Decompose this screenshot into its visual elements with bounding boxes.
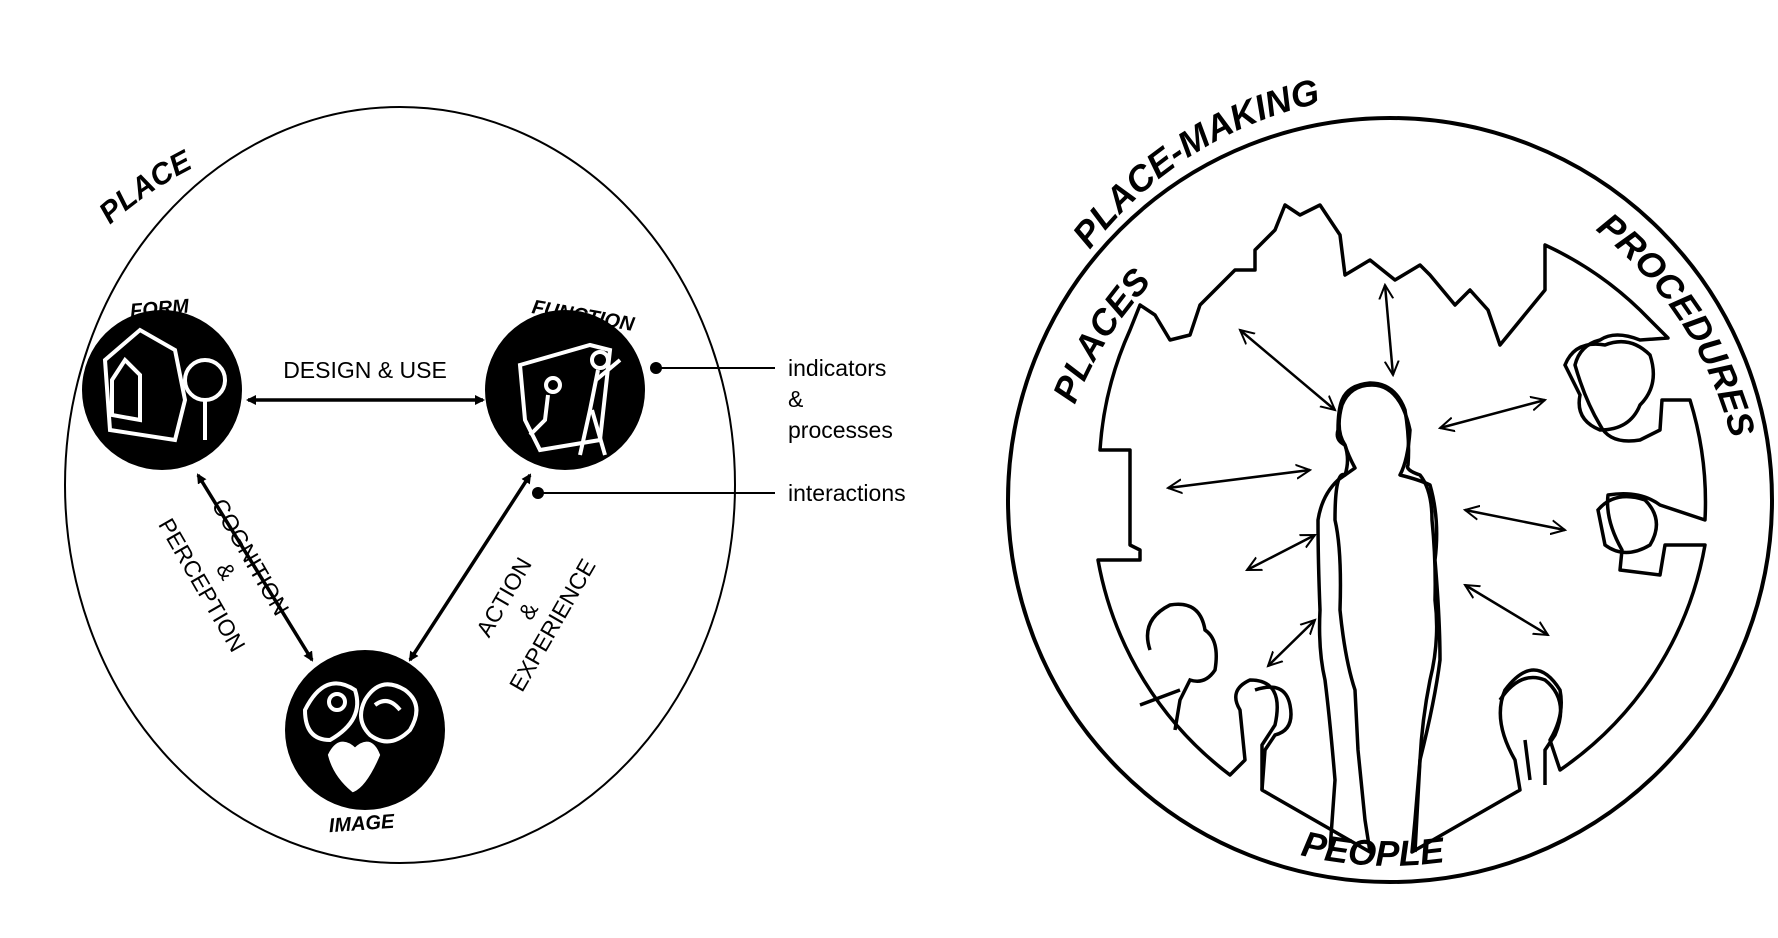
place-making-label: PLACE-MAKING — [1064, 71, 1323, 255]
image-label: IMAGE — [328, 811, 396, 838]
cognition-perception-arrow — [196, 473, 314, 662]
function-node — [485, 310, 645, 470]
svg-text:&: & — [211, 558, 241, 584]
action-experience-label: ACTION & EXPERIENCE — [471, 553, 601, 696]
svg-text:ACTION: ACTION — [471, 553, 537, 641]
house-tree-icon — [102, 327, 227, 443]
people-icon — [517, 342, 622, 456]
left-diagram: PLACE FORM FUN — [64, 106, 906, 864]
cognition-perception-label: COGNITION & PERCEPTION — [153, 494, 294, 656]
people-label: PEOPLE — [1298, 823, 1447, 874]
indicators-label: indicators — [788, 355, 886, 381]
place-label: PLACE — [93, 144, 198, 230]
interaction-arrows — [1168, 285, 1565, 666]
place-outer-circle — [64, 106, 736, 864]
image-node — [285, 650, 445, 810]
form-node — [82, 310, 242, 470]
processes-label: processes — [788, 417, 893, 443]
action-experience-arrow — [408, 473, 532, 662]
interactions-label: interactions — [788, 480, 906, 506]
svg-text:&: & — [513, 598, 543, 624]
right-diagram: PLACE-MAKING PLACES PROCEDURES PEOPLE — [1006, 71, 1774, 884]
place-making-outer-ring — [1006, 116, 1774, 884]
person-silhouette — [1316, 381, 1439, 853]
eye-brain-heart-icon — [302, 681, 419, 793]
procedures-label: PROCEDURES — [1590, 204, 1763, 441]
places-label: PLACES — [1044, 260, 1158, 408]
form-label: FORM — [129, 295, 191, 322]
indicators-amp-label: & — [788, 386, 803, 412]
tree-icons — [1139, 339, 1659, 791]
landscape-boundary — [1096, 203, 1708, 854]
design-use-label: DESIGN & USE — [283, 357, 447, 383]
